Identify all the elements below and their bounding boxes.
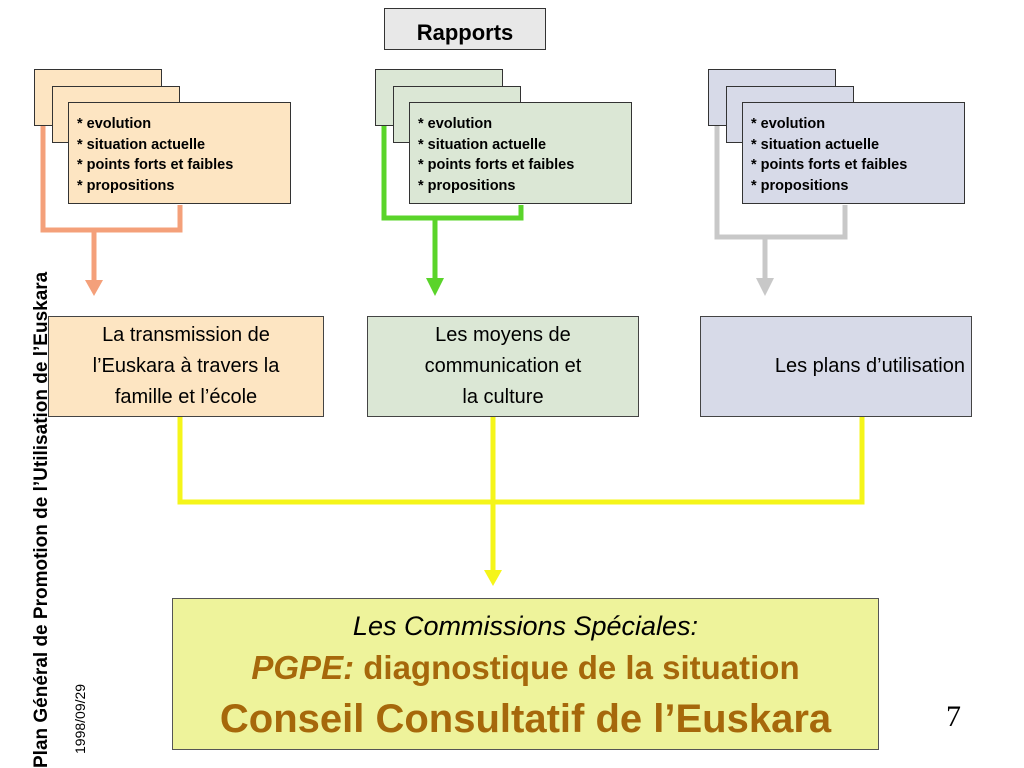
diagnostic-text: diagnostique de la situation [354,649,800,686]
orange-connector [40,125,183,284]
topic-box-communication: Les moyens de communication et la cultur… [367,316,639,417]
report-card-1: * evolution * situation actuelle * point… [68,102,291,204]
report-card-3: * evolution * situation actuelle * point… [742,102,965,204]
green-connector [381,125,524,282]
topic-line: communication et [424,355,582,377]
report-line: * propositions [418,177,516,194]
commissions-box: Les Commissions Spéciales: PGPE: diagnos… [172,598,879,750]
report-line: * propositions [77,177,175,194]
topic-line: La transmission de [102,324,270,346]
topic-box-plans: Les plans d’utilisation [700,316,972,417]
report-line: * propositions [751,177,849,194]
pgpe-diagnostic: PGPE: diagnostique de la situation [173,649,878,687]
topic-line: Les plans d’utilisation [774,355,965,377]
topic-line: Les moyens de [435,324,571,346]
pgpe-acronym: PGPE: [251,649,355,686]
report-line: * points forts et faibles [751,157,908,173]
grey-connector [714,125,848,282]
report-line: * evolution [77,116,152,132]
report-line: * situation actuelle [77,136,206,153]
yellow-connector [177,417,865,572]
slide-date: 1998/09/29 [72,683,88,754]
report-line: * points forts et faibles [418,157,575,173]
report-line: * situation actuelle [418,136,547,153]
report-line: * situation actuelle [751,136,880,153]
report-line: * evolution [418,116,493,132]
topic-line: l’Euskara à travers la [92,355,280,377]
grey-arrowhead [756,278,774,296]
topic-line: famille et l’école [114,386,258,408]
report-card-2: * evolution * situation actuelle * point… [409,102,632,204]
yellow-arrowhead [484,570,502,586]
page-number: 7 [946,700,961,733]
green-arrowhead [426,278,444,296]
report-line: * evolution [751,116,826,132]
rapports-box: Rapports [384,8,546,50]
topic-line: la culture [462,386,544,408]
commissions-subtitle: Les Commissions Spéciales: [352,611,699,641]
orange-arrowhead [85,280,103,296]
council-title: Conseil Consultatif de l’Euskara [219,697,832,741]
report-line: * points forts et faibles [77,157,234,173]
topic-box-transmission: La transmission de l’Euskara à travers l… [48,316,324,417]
